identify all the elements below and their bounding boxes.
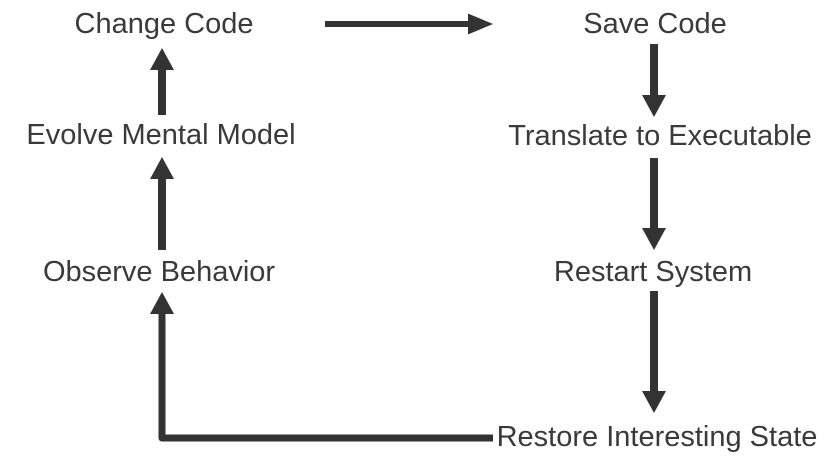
arrowhead-down-icon [642, 391, 666, 413]
arrow-shaft-elbow [158, 314, 493, 442]
arrowhead-up-icon [150, 157, 174, 179]
node-evolve-mental-model: Evolve Mental Model [26, 119, 296, 152]
arrow-observe-to-evolve [150, 157, 174, 250]
node-restart-system: Restart System [553, 256, 753, 289]
arrow-translate-to-restart [642, 158, 666, 250]
node-translate-to-executable: Translate to Executable [508, 120, 812, 153]
arrowhead-down-icon [642, 95, 666, 117]
arrowhead-down-icon [642, 228, 666, 250]
arrowhead-up-icon [150, 48, 174, 70]
arrow-restore-to-observe [150, 292, 493, 442]
arrow-evolve-to-change [150, 48, 174, 115]
arrow-change-to-save [325, 13, 493, 35]
arrowhead-right-icon [468, 13, 493, 35]
arrow-restart-to-restore [642, 291, 666, 413]
node-restore-interesting-state: Restore Interesting State [496, 421, 818, 454]
node-save-code: Save Code [583, 8, 727, 41]
arrowhead-up-icon [150, 292, 174, 314]
arrow-save-to-translate [642, 44, 666, 117]
node-change-code: Change Code [74, 8, 254, 41]
node-observe-behavior: Observe Behavior [42, 256, 276, 289]
